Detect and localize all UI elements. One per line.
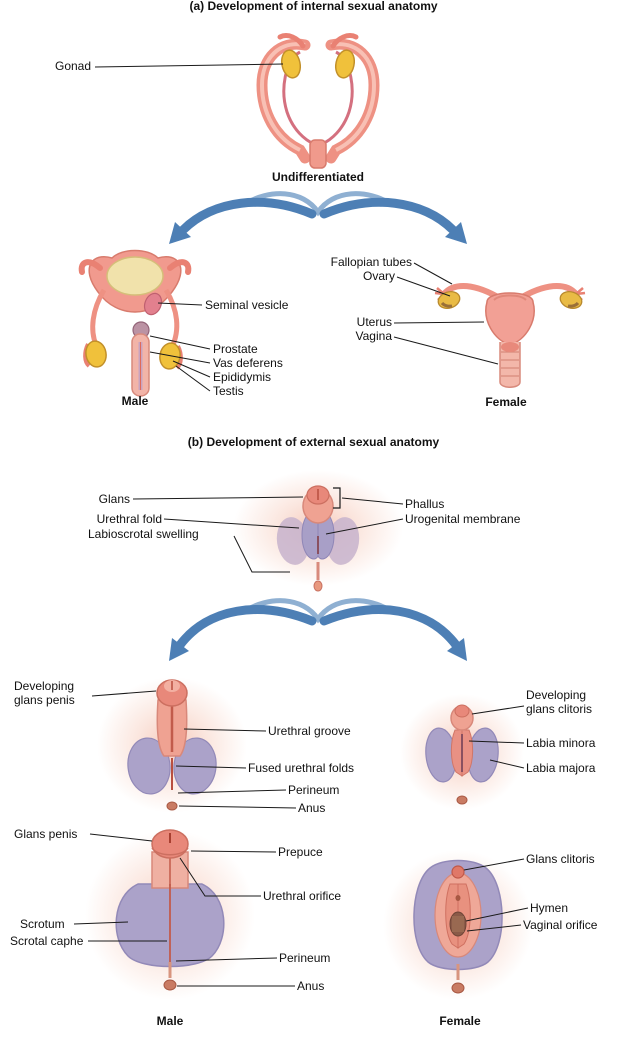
undifferentiated-external-illustration	[233, 470, 403, 592]
female-external-illustration	[383, 850, 533, 1000]
leader-lines	[73, 63, 529, 987]
label-glans-penis: Glans penis	[14, 827, 78, 841]
label-perineum-bottom: Perineum	[279, 951, 331, 965]
label-vagina: Vagina	[355, 329, 392, 343]
label-prepuce: Prepuce	[278, 845, 323, 859]
male-internal-illustration	[78, 249, 192, 397]
section-b-title: (b) Development of external sexual anato…	[187, 435, 440, 449]
label-male-internal: Male	[121, 394, 149, 408]
branch-arrows-a	[169, 191, 467, 244]
label-phallus: Phallus	[405, 497, 445, 511]
label-undifferentiated: Undifferentiated	[271, 170, 364, 184]
label-fallopian-tubes: Fallopian tubes	[330, 255, 412, 269]
label-anus-bottom: Anus	[297, 979, 325, 993]
developing-female-external-illustration	[400, 694, 524, 810]
label-developing-glans-penis: Developing glans penis	[14, 679, 75, 707]
label-hymen: Hymen	[530, 901, 569, 915]
label-prostate: Prostate	[213, 342, 258, 356]
label-male-external: Male	[156, 1014, 184, 1028]
label-scrotum: Scrotum	[20, 917, 65, 931]
label-labioscrotal-swelling: Labioscrotal swelling	[88, 527, 199, 541]
label-uterus: Uterus	[356, 315, 392, 329]
label-glans-clitoris: Glans clitoris	[526, 852, 595, 866]
label-female-internal: Female	[485, 395, 527, 409]
label-ovary: Ovary	[362, 269, 395, 283]
label-vas-deferens: Vas deferens	[213, 356, 283, 370]
label-urogenital-membrane: Urogenital membrane	[405, 512, 521, 526]
label-labia-minora: Labia minora	[526, 736, 596, 750]
label-urethral-orifice: Urethral orifice	[263, 889, 342, 903]
label-gonad: Gonad	[55, 59, 92, 73]
label-urethral-groove: Urethral groove	[268, 724, 351, 738]
label-fused-urethral-folds: Fused urethral folds	[248, 761, 355, 775]
label-anus-mid: Anus	[298, 801, 326, 815]
label-labia-majora: Labia majora	[526, 761, 596, 775]
label-epididymis: Epididymis	[213, 370, 272, 384]
label-testis: Testis	[213, 384, 244, 398]
phallus-bracket	[333, 487, 341, 509]
label-seminal-vesicle: Seminal vesicle	[205, 298, 289, 312]
label-scrotal-caphe: Scrotal caphe	[10, 934, 84, 948]
branch-arrows-b	[169, 598, 467, 661]
label-vaginal-orifice: Vaginal orifice	[523, 918, 598, 932]
label-perineum-mid: Perineum	[288, 783, 340, 797]
label-urethral-fold: Urethral fold	[96, 512, 162, 526]
male-external-illustration	[85, 829, 255, 1000]
label-glans: Glans	[98, 492, 130, 506]
developing-male-external-illustration	[97, 677, 247, 813]
label-female-external: Female	[439, 1014, 481, 1028]
female-internal-illustration	[434, 283, 586, 388]
undifferentiated-internal-illustration	[256, 33, 380, 169]
label-developing-glans-clitoris: Developing glans clitoris	[526, 688, 593, 716]
section-a-title: (a) Development of internal sexual anato…	[189, 0, 438, 13]
